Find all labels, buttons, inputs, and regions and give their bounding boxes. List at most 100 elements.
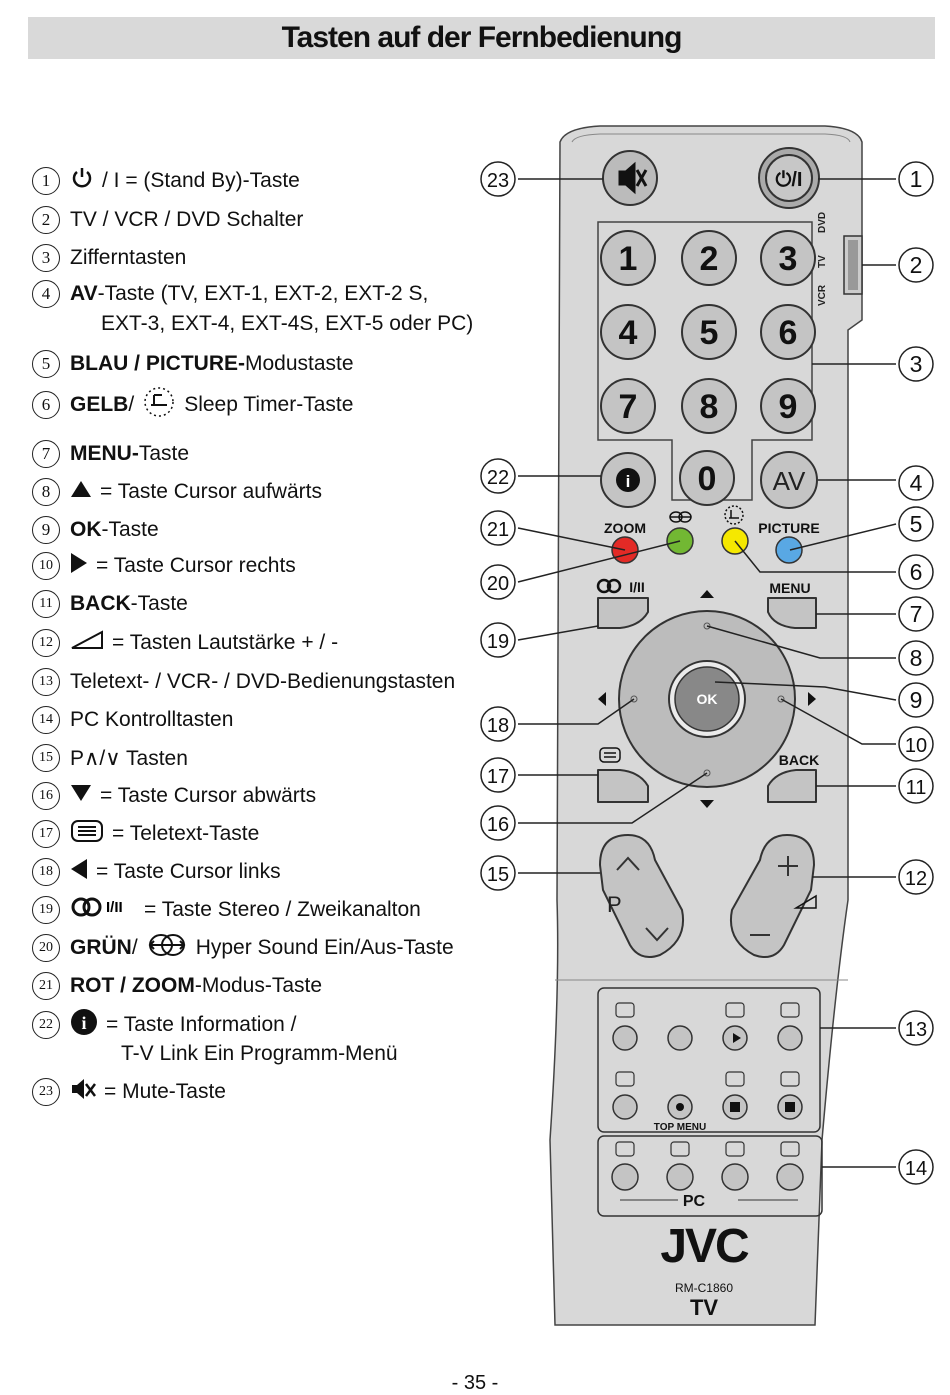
cursor-left-arrow <box>598 692 606 706</box>
pc-function-icon <box>725 1141 745 1157</box>
teletext-function-icon <box>615 1002 635 1018</box>
number-key-label: 0 <box>698 460 717 498</box>
callout-8: 8 <box>706 625 934 676</box>
number-key-7 <box>600 378 656 434</box>
callout-number: 6 <box>910 559 923 585</box>
callout-number: 15 <box>487 864 509 886</box>
number-key-2 <box>681 230 737 286</box>
legend-text: -Modus-Taste <box>194 974 323 997</box>
callout-19: 19 <box>480 622 599 658</box>
legend-bold-text: MENU- <box>70 442 139 465</box>
legend-text: = Taste Cursor links <box>96 860 281 883</box>
legend-number: 19 <box>32 896 60 924</box>
callout-number: 9 <box>910 687 923 713</box>
number-key-1 <box>600 230 656 286</box>
legend-text: P∧/∨ Tasten <box>70 746 188 770</box>
teletext-vcr-key <box>612 1094 638 1120</box>
legend-number: 5 <box>32 350 60 378</box>
legend-number: 7 <box>32 440 60 468</box>
legend-text: = Tasten Lautstärke + / - <box>112 631 339 654</box>
teletext-function-icon <box>780 1071 800 1087</box>
legend-number: 17 <box>32 820 60 848</box>
pc-key <box>666 1163 694 1191</box>
pc-key <box>611 1163 639 1191</box>
callout-number: 14 <box>905 1158 927 1180</box>
number-key-label: 6 <box>779 314 798 352</box>
model-label: RM-C1860 <box>675 1281 733 1295</box>
legend-number: 3 <box>32 244 60 272</box>
callout-21: 21 <box>480 510 626 551</box>
teletext-vcr-key <box>667 1025 693 1051</box>
page-number: - 35 - <box>451 1372 499 1394</box>
callout-number: 10 <box>905 735 927 757</box>
top-menu-label: TOP MENU <box>654 1122 706 1133</box>
teletext-function-icon <box>615 1071 635 1087</box>
triangle-right-icon <box>70 552 88 580</box>
legend-text: TV / VCR / DVD Schalter <box>70 208 304 231</box>
legend-text: Modustaste <box>245 352 354 375</box>
callout-number: 3 <box>910 351 923 377</box>
legend-item-1: 1 / I = (Stand By)-Taste <box>32 166 300 196</box>
hyper-sound-icon <box>146 931 188 965</box>
teletext-vcr-key <box>777 1025 803 1051</box>
page-title: Tasten auf der Fernbedienung <box>281 21 683 54</box>
legend-number: 9 <box>32 516 60 544</box>
callout-number: 16 <box>487 814 509 836</box>
legend-number: 2 <box>32 206 60 234</box>
legend-number: 1 <box>32 167 60 195</box>
callout-12: 12 <box>812 859 934 895</box>
p-label: P <box>607 892 622 917</box>
info-icon: i <box>626 472 631 491</box>
callout-15: 15 <box>480 855 600 891</box>
switch-label-dvd: DVD <box>817 212 828 233</box>
legend-text: = Taste Cursor abwärts <box>100 784 317 807</box>
legend-number: 12 <box>32 629 60 657</box>
ok-label: OK <box>697 691 718 707</box>
number-key-label: 3 <box>779 240 798 278</box>
stereo-label: I/II <box>629 579 645 595</box>
legend-number: 11 <box>32 590 60 618</box>
power-label: ⏻/I <box>776 169 803 191</box>
legend-text-2: Sleep Timer-Taste <box>184 393 354 416</box>
svg-text:I/II: I/II <box>106 899 123 916</box>
back-label: BACK <box>779 752 819 768</box>
legend-number: 6 <box>32 391 60 419</box>
play-icon <box>733 1033 741 1043</box>
teletext-icon <box>599 747 621 763</box>
legend-bold-text: ROT / ZOOM <box>70 974 195 997</box>
callout-4: 4 <box>818 465 934 501</box>
legend-text: / I = (Stand By)-Taste <box>102 169 300 192</box>
callout-number: 20 <box>487 573 509 595</box>
hyper-sound-icon <box>669 511 692 523</box>
legend-text: -Taste (TV, EXT-1, EXT-2, EXT-2 S, <box>97 282 429 305</box>
legend-item-18: 18= Taste Cursor links <box>32 857 281 887</box>
teletext-function-icon <box>725 1002 745 1018</box>
legend-text: -Taste <box>130 592 188 615</box>
pc-function-icon <box>670 1141 690 1157</box>
callout-18: 18 <box>480 698 635 742</box>
zoom-label: ZOOM <box>604 520 646 536</box>
legend-bold-text: AV <box>70 282 98 305</box>
stop-icon <box>785 1102 795 1112</box>
legend-number: 16 <box>32 782 60 810</box>
callout-17: 17 <box>480 757 598 793</box>
callout-9: 9 <box>714 681 934 718</box>
callout-7: 7 <box>816 596 934 632</box>
teletext-icon <box>70 819 104 849</box>
record-dot-icon <box>676 1103 684 1111</box>
callout-number: 5 <box>910 511 923 537</box>
pc-function-icon <box>780 1141 800 1157</box>
legend-text-2: Hyper Sound Ein/Aus-Taste <box>195 936 454 959</box>
legend-number: 23 <box>32 1078 60 1106</box>
callout-number: 19 <box>487 631 509 653</box>
blue-picture-button <box>775 536 803 564</box>
